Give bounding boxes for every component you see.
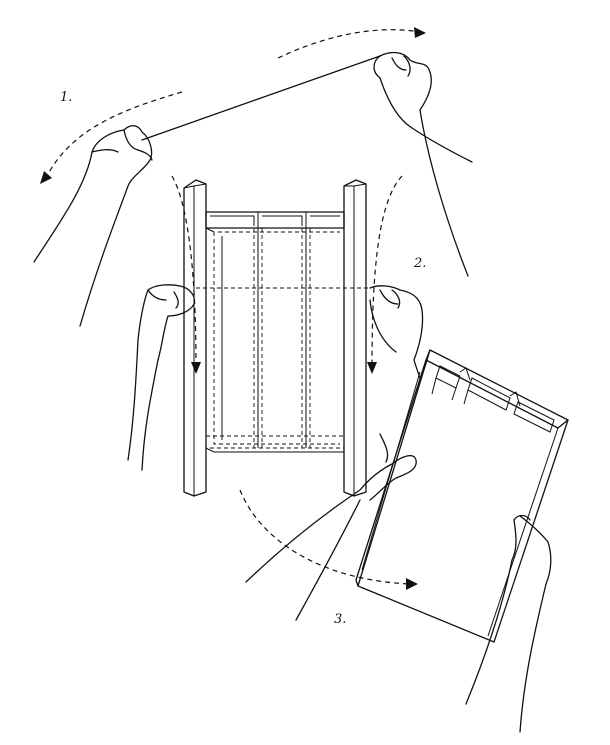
- string-line: [141, 55, 381, 141]
- holding-hand-right: [519, 515, 552, 733]
- left-hand-step1: [33, 125, 153, 327]
- motion-arc-left: [45, 91, 183, 179]
- left-post: [183, 179, 207, 497]
- panel-top: [205, 211, 345, 229]
- right-hand-step1: [373, 55, 473, 163]
- arrow-down-left: [171, 175, 197, 367]
- step-1-illustration: [33, 27, 473, 327]
- insertion-arc: [239, 489, 411, 585]
- arrowhead-right: [414, 27, 426, 38]
- arrow-down-right: [371, 175, 403, 367]
- step-label-2: 2.: [414, 256, 427, 271]
- step-2-frame: [127, 175, 445, 497]
- inserted-panel: [357, 349, 569, 643]
- step-3-illustration: [239, 349, 569, 733]
- motion-arc-right: [277, 29, 421, 59]
- right-post: [343, 179, 367, 497]
- step-label-3: 3.: [334, 612, 347, 627]
- left-hand-step2: [127, 284, 196, 461]
- holding-hand-left: [245, 454, 417, 583]
- hidden-panel-outline: [205, 228, 345, 449]
- arrowhead-left: [40, 171, 52, 184]
- step-label-1: 1.: [60, 90, 73, 105]
